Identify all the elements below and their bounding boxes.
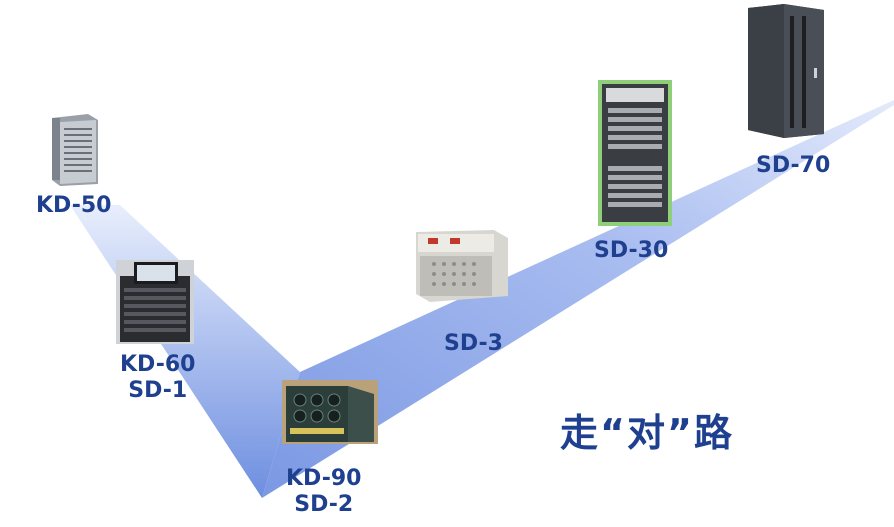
model-name: SD-30 [594,238,669,263]
label-kd50: KD-50 [36,193,111,219]
model-name: SD-3 [444,331,503,356]
model-name: SD-2 [294,492,354,517]
label-sd70: SD-70 [756,153,830,179]
model-name: SD-70 [756,153,831,178]
model-name: KD-90 [286,466,362,491]
label-sd3: SD-3 [444,331,503,357]
label-kd90-sd2: KD-90 SD-2 [286,466,361,518]
model-name: SD-1 [128,378,188,403]
model-name: KD-60 [120,352,196,377]
model-name: KD-50 [36,193,112,218]
power-supply-unit-icon [416,230,508,302]
supercomputer-cabinet-icon [748,4,824,138]
tower-server-icon [52,114,98,186]
label-sd30: SD-30 [594,238,668,264]
rack-cabinet-with-monitor-icon [116,260,194,344]
ascending-band [262,100,894,498]
label-kd60-sd1: KD-60 SD-1 [120,352,195,404]
slogan-title: 走“对”路 [560,411,734,455]
open-rack-icon [598,80,672,226]
fan-chassis-icon [282,380,378,444]
